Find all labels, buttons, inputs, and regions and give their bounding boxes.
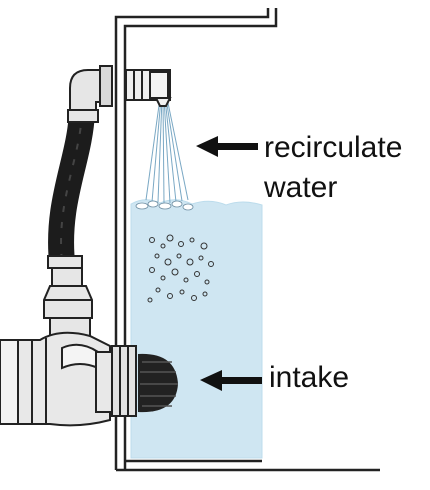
lower-fitting xyxy=(43,267,93,339)
label-recirculate: recirculate xyxy=(264,131,403,164)
arrow-left-icon xyxy=(196,136,258,157)
foam xyxy=(135,200,194,211)
wall-fitting xyxy=(111,345,137,417)
arrow-left-icon xyxy=(200,370,262,391)
hose xyxy=(48,111,95,264)
tank-wall xyxy=(114,8,380,472)
top-elbow-fitting xyxy=(69,65,171,113)
intake-strainer-icon xyxy=(138,353,178,413)
air-bubbles-icon xyxy=(147,234,214,303)
spray-nozzle-icon xyxy=(154,97,172,107)
label-intake: intake xyxy=(269,361,350,394)
spray-icon xyxy=(145,97,189,204)
hose-clamps xyxy=(47,109,99,269)
label-water: water xyxy=(264,171,338,204)
pump-body xyxy=(0,331,113,427)
